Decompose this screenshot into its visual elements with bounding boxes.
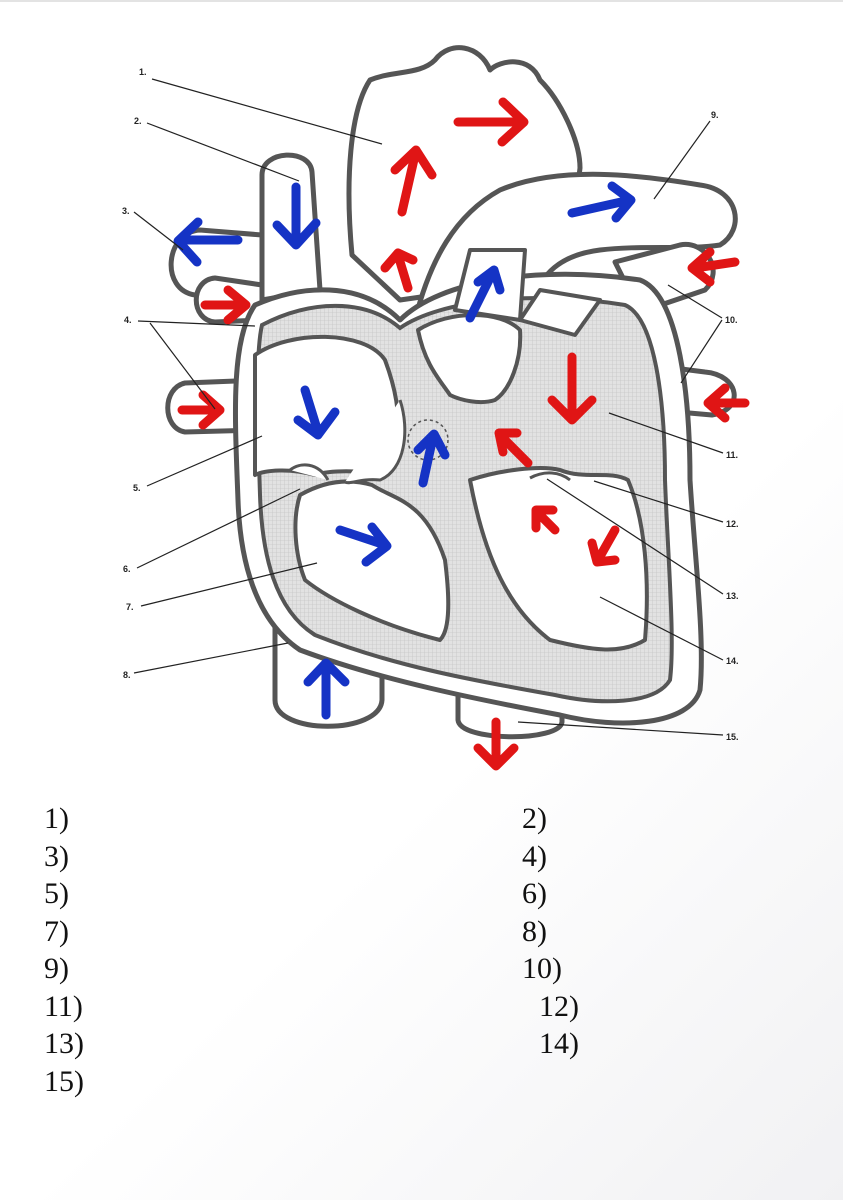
- superior-vena-cava: [259, 152, 323, 303]
- answer-item-6: 6): [522, 877, 547, 910]
- leader-4b: [149, 322, 216, 410]
- answer-item-9: 9): [44, 952, 69, 985]
- top-rule: [0, 0, 843, 2]
- arrow-red-arch: [453, 97, 529, 147]
- leader-2: [146, 122, 300, 182]
- arrow-red-lv-down2: [587, 525, 620, 567]
- left-ventricle: [468, 466, 649, 652]
- leader-1: [151, 78, 383, 145]
- answer-item-4: 4): [522, 839, 547, 873]
- label-15: 15.: [726, 732, 739, 742]
- arrow-blue-pulm-trunk: [465, 265, 505, 323]
- label-2: 2.: [134, 116, 142, 126]
- leader-8: [133, 642, 289, 674]
- answer-item-14: 14): [539, 1027, 579, 1060]
- leader-9: [653, 120, 711, 200]
- answer-item-1: 1): [44, 802, 69, 835]
- arrow-red-descending: [473, 717, 519, 771]
- label-3: 3.: [122, 206, 130, 216]
- leader-5: [146, 435, 263, 487]
- label-13: 13.: [726, 591, 739, 601]
- arrow-blue-ivc: [303, 658, 350, 720]
- arrow-blue-septum: [413, 429, 450, 488]
- leader-13: [546, 478, 724, 595]
- answer-item-7: 7): [44, 914, 69, 948]
- arrow-blue-pulm-right: [173, 217, 243, 267]
- arrow-blue-rv: [335, 522, 392, 567]
- answer-item-10: 10): [522, 952, 562, 985]
- aortic-arch: [346, 45, 583, 303]
- leader-3: [133, 211, 184, 251]
- leader-11: [608, 412, 724, 454]
- answer-item-2: 2): [522, 802, 547, 835]
- label-4: 4.: [124, 315, 132, 325]
- arrow-blue-pulm-artery: [567, 181, 636, 223]
- label-12: 12.: [726, 519, 739, 529]
- leader-12: [593, 480, 724, 523]
- label-7: 7.: [126, 602, 134, 612]
- leader-10a: [667, 284, 723, 319]
- arrow-red-lv-left: [531, 505, 560, 535]
- answer-item-3: 3): [44, 839, 69, 873]
- arrow-red-pv-upper: [200, 285, 251, 325]
- leader-10b: [680, 319, 723, 384]
- label-11: 11.: [726, 450, 738, 460]
- answer-item-5: 5): [44, 877, 69, 910]
- answer-item-11: 11): [44, 989, 83, 1023]
- leader-4a: [137, 320, 256, 327]
- arrow-blue-svc: [272, 182, 321, 250]
- answer-list-left: 1) 3) 5) 7) 9) 11) 13) 15): [44, 800, 84, 1100]
- tricuspid-valve: [289, 463, 330, 481]
- arrow-red-aorta-base: [380, 248, 418, 293]
- arrow-red-la: [494, 428, 533, 468]
- answer-item-8: 8): [522, 914, 547, 948]
- leader-7: [140, 562, 318, 607]
- arrow-red-lpv-upper: [687, 247, 740, 287]
- label-14: 14.: [726, 656, 739, 666]
- label-10: 10.: [725, 315, 738, 325]
- label-9: 9.: [711, 110, 719, 120]
- pulmonary-root: [518, 288, 602, 337]
- arrow-red-aorta-up: [390, 145, 437, 217]
- leader-6: [136, 488, 301, 569]
- heart-diagram: 1. 2. 3. 4. 5. 6. 7. 8. 9. 10. 11. 12. 1…: [122, 45, 750, 771]
- arrow-red-lv-down: [547, 352, 597, 425]
- leader-15: [517, 721, 724, 736]
- answer-item-13: 13): [44, 1027, 84, 1060]
- label-5: 5.: [133, 483, 141, 493]
- arrow-blue-ra: [293, 385, 340, 440]
- label-1: 1.: [139, 67, 147, 77]
- answer-item-12: 12): [539, 989, 579, 1023]
- leader-14: [599, 596, 724, 661]
- interventricular-septum: [344, 399, 407, 485]
- answer-item-15: 15): [44, 1064, 84, 1098]
- answer-list-right: 2) 4) 6) 8) 10) 12) 14): [522, 800, 579, 1063]
- arrow-red-lpv-lower: [703, 383, 750, 423]
- bicuspid-valve: [529, 471, 571, 482]
- label-8: 8.: [123, 670, 131, 680]
- label-6: 6.: [123, 564, 131, 574]
